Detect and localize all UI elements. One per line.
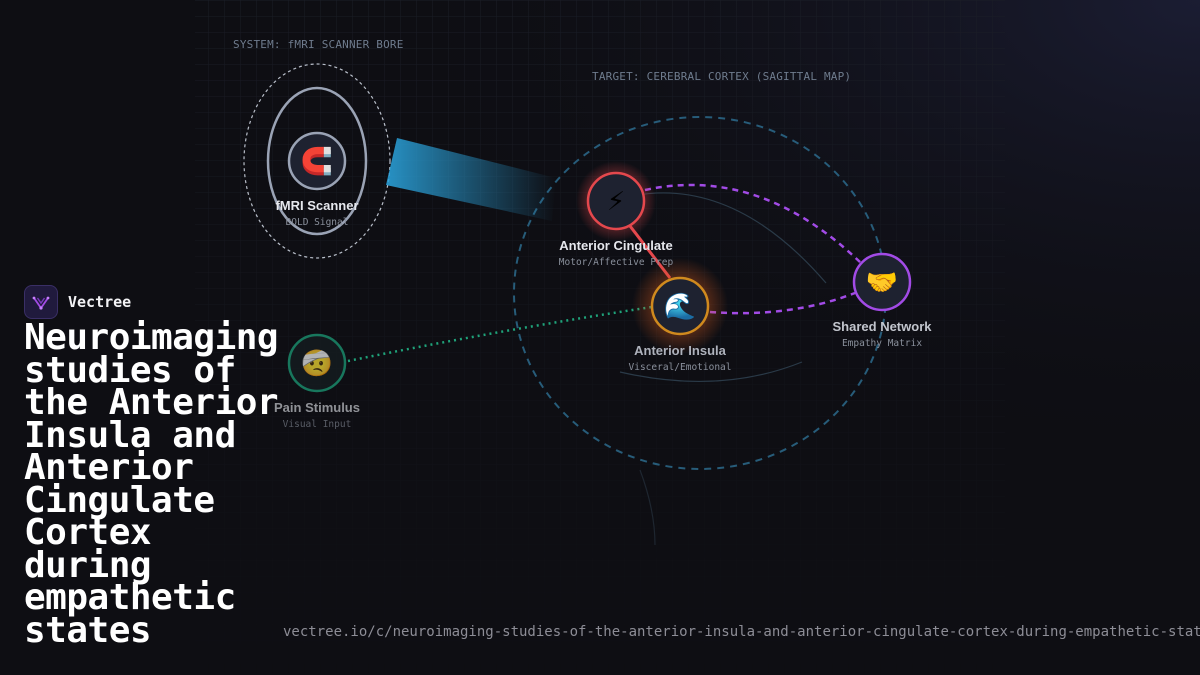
fmri-node-circle[interactable]: [287, 131, 347, 191]
fmri-node-label: fMRI Scanner: [275, 198, 359, 213]
insula-node-sublabel: Visceral/Emotional: [628, 362, 732, 373]
edge-cingulate-to-shared: [644, 183, 863, 265]
magnet-icon: 🧲: [300, 147, 334, 177]
shared-node-circle[interactable]: [852, 252, 912, 312]
insula-node-circle[interactable]: [650, 276, 710, 336]
pain-node-label: Pain Stimulus: [274, 400, 360, 415]
cingulate-node-label: Anterior Cingulate: [559, 238, 673, 253]
shared-node-label: Shared Network: [832, 319, 932, 334]
target-label: TARGET: CEREBRAL CORTEX (SAGITTAL MAP): [592, 70, 852, 83]
cingulate-node-sublabel: Motor/Affective Prep: [558, 257, 674, 268]
signal-beam: [386, 138, 556, 221]
vectree-logo-icon: [24, 285, 58, 319]
brand[interactable]: Vectree: [24, 285, 131, 319]
pain-node-circle[interactable]: [287, 333, 347, 393]
insula-node-label: Anterior Insula: [634, 343, 726, 358]
page-url[interactable]: vectree.io/c/neuroimaging-studies-of-the…: [283, 624, 1200, 640]
wave-icon: 🌊: [663, 292, 697, 322]
shared-node-sublabel: Empathy Matrix: [841, 338, 923, 349]
brand-name: Vectree: [68, 293, 132, 311]
brain-contour: [619, 361, 803, 383]
handshake-icon: 🤝: [865, 268, 899, 298]
system-label: SYSTEM: fMRI SCANNER BORE: [233, 38, 404, 51]
bandaged-face-icon: 🤕: [300, 349, 334, 379]
fmri-node-sublabel: BOLD Signal: [285, 217, 349, 228]
cingulate-node-circle[interactable]: [586, 171, 646, 231]
lightning-icon: ⚡: [606, 187, 626, 217]
brain-contour: [639, 469, 656, 546]
scanner-bore-outer: [243, 63, 391, 259]
pain-node-sublabel: Visual Input: [282, 419, 352, 430]
scanner-bore-inner: [266, 86, 368, 236]
page-title: Neuroimaging studies of the Anterior Ins…: [24, 317, 279, 651]
